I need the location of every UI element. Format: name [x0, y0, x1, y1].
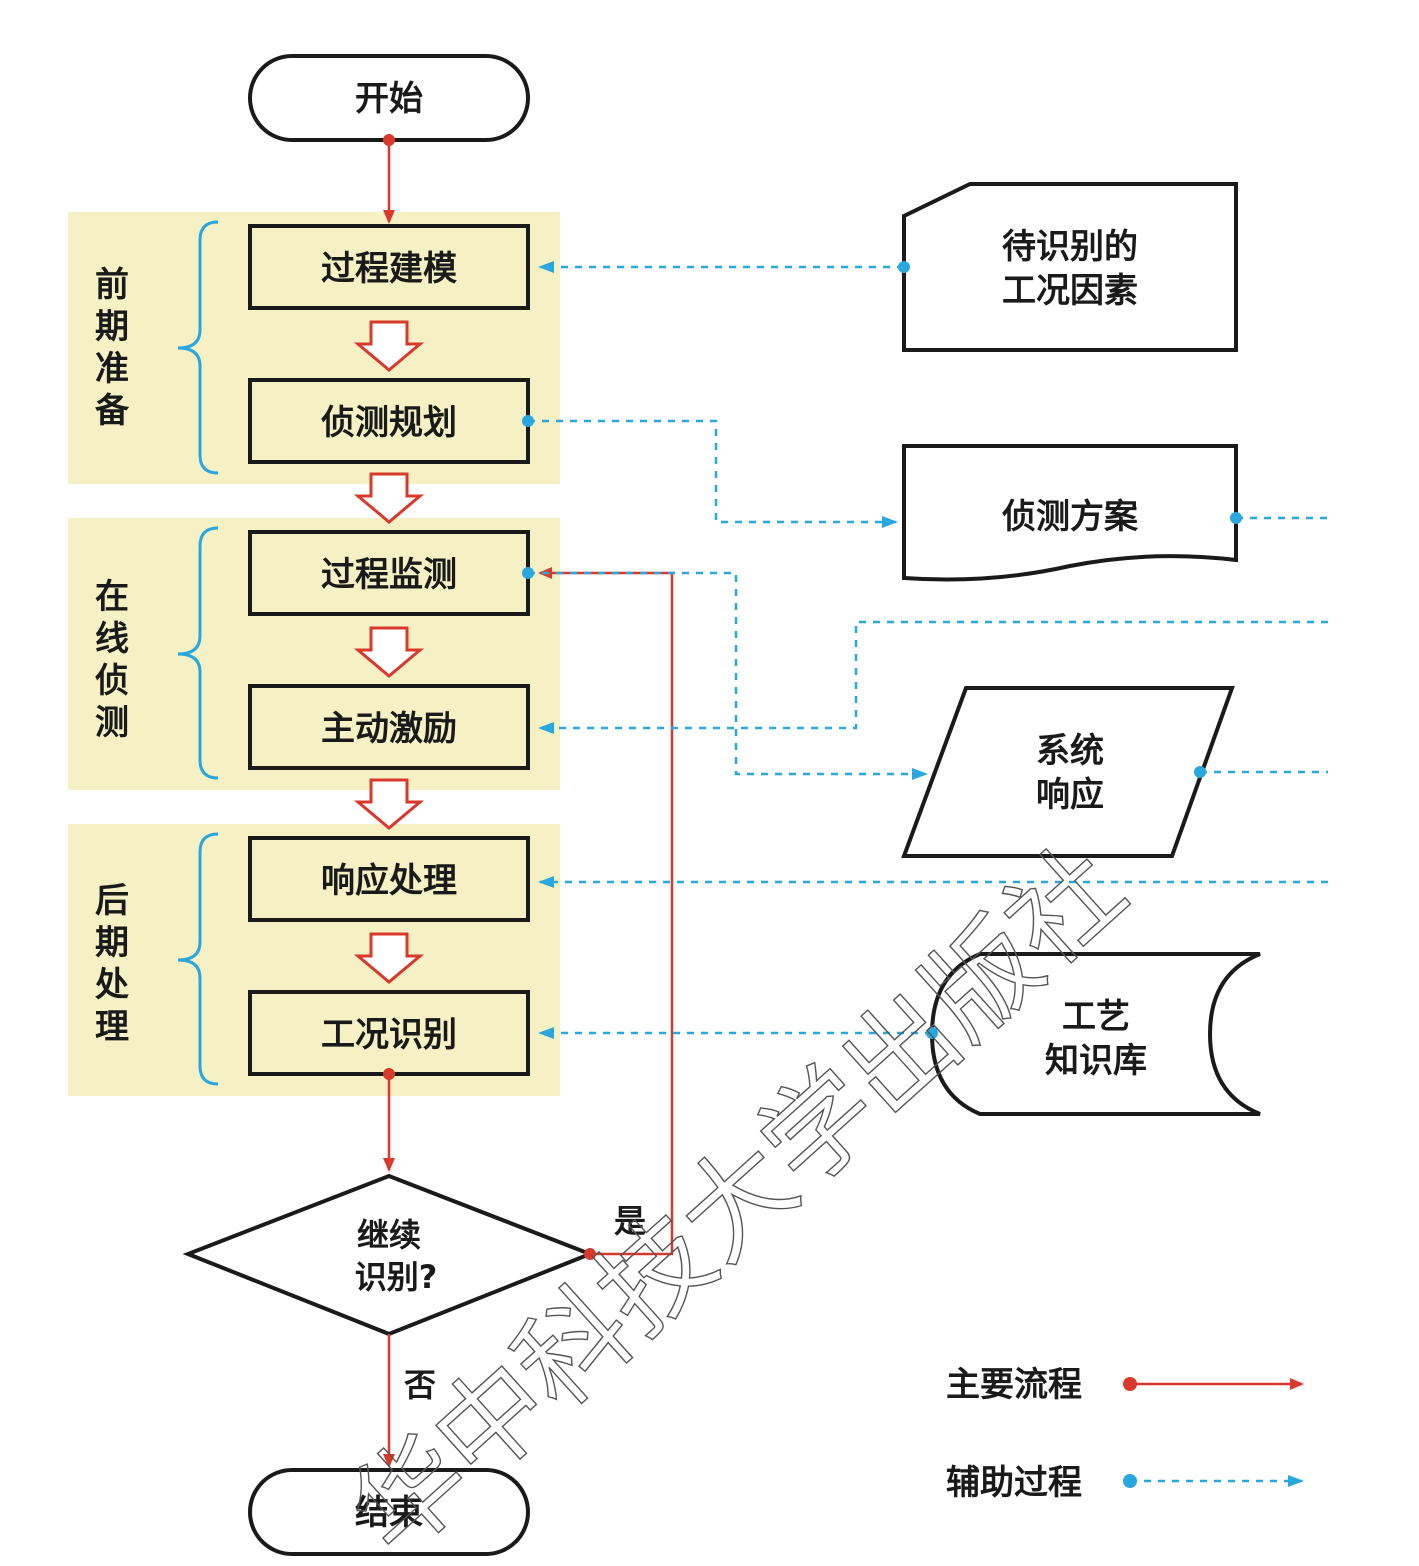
factors-label-line1: 待识别的	[1002, 227, 1138, 267]
phase-char: 前	[95, 265, 129, 305]
phase-char: 在	[95, 577, 129, 617]
response-label-line2: 响应	[1036, 775, 1104, 815]
decision-label-line1: 继续	[357, 1216, 421, 1254]
process-monitoring-box	[248, 530, 530, 616]
step-arrow	[353, 778, 425, 830]
condition-recognition-label: 工况识别	[321, 1015, 457, 1055]
step-arrow	[353, 626, 425, 678]
aux-dot	[1230, 512, 1242, 524]
active-excitation-box	[248, 684, 530, 770]
yes-label: 是	[614, 1202, 646, 1240]
aux-monitoring-to-response	[528, 571, 928, 780]
legend-aux-label: 辅助过程	[946, 1463, 1082, 1503]
step-arrow	[353, 472, 425, 524]
end-label: 结束	[355, 1493, 423, 1533]
knowledge-base-node	[929, 952, 1261, 1116]
bracket-online-detection	[177, 526, 219, 780]
knowledge-base-label-line1: 工艺	[1062, 997, 1130, 1037]
active-excitation-label: 主动激励	[321, 709, 457, 749]
step-arrow	[353, 932, 425, 984]
response-node	[901, 686, 1235, 858]
condition-recognition-box	[248, 990, 530, 1076]
aux-dot	[522, 567, 534, 579]
decision-label-line2: 识别?	[355, 1258, 438, 1296]
phase-char: 备	[95, 391, 130, 431]
step-arrow	[353, 320, 425, 372]
bracket-preparation	[177, 220, 219, 475]
response-label-line1: 系统	[1036, 731, 1104, 771]
aux-dot	[926, 1027, 938, 1039]
factors-label-line2: 工况因素	[1002, 271, 1138, 311]
bracket-post-processing	[177, 832, 219, 1086]
plan-label: 侦测方案	[1002, 497, 1139, 537]
phase-char: 期	[95, 307, 129, 347]
detection-planning-box	[248, 378, 530, 464]
phase-char: 侦	[95, 661, 129, 701]
aux-dot	[898, 261, 910, 273]
aux-connectors	[528, 261, 1328, 1039]
phase-label-online-detection: 在 线 侦 测	[95, 577, 129, 743]
process-modeling-box	[248, 224, 530, 310]
plan-node	[902, 444, 1238, 582]
no-label: 否	[404, 1366, 436, 1404]
response-processing-box	[248, 836, 530, 922]
phase-char: 处	[94, 965, 129, 1005]
aux-dot	[522, 415, 534, 427]
aux-planning-to-plan	[528, 419, 898, 528]
start-label: 开始	[355, 79, 423, 119]
yes-loop-arrow	[538, 567, 674, 1256]
aux-dot	[1194, 766, 1206, 778]
aux-right-to-excitation	[538, 620, 1328, 734]
legend: 主要流程 辅助过程	[946, 1365, 1304, 1503]
detection-planning-label: 侦测规划	[321, 403, 457, 443]
phase-label-post-processing: 后 期 处 理	[94, 881, 129, 1047]
end-node	[248, 1468, 530, 1556]
legend-main-label: 主要流程	[946, 1365, 1082, 1405]
phase-label-preparation: 前 期 准 备	[95, 265, 130, 431]
phase-char: 后	[95, 881, 129, 921]
phase-char: 准	[95, 349, 129, 389]
phase-char: 线	[95, 619, 129, 659]
factors-node	[902, 182, 1238, 352]
phase-char: 期	[95, 923, 129, 963]
phase-char: 测	[95, 703, 129, 743]
response-processing-label: 响应处理	[321, 861, 457, 901]
knowledge-base-label-line2: 知识库	[1045, 1041, 1147, 1081]
phase-char: 理	[95, 1007, 129, 1047]
process-monitoring-label: 过程监测	[321, 555, 457, 595]
process-modeling-label: 过程建模	[321, 249, 457, 289]
